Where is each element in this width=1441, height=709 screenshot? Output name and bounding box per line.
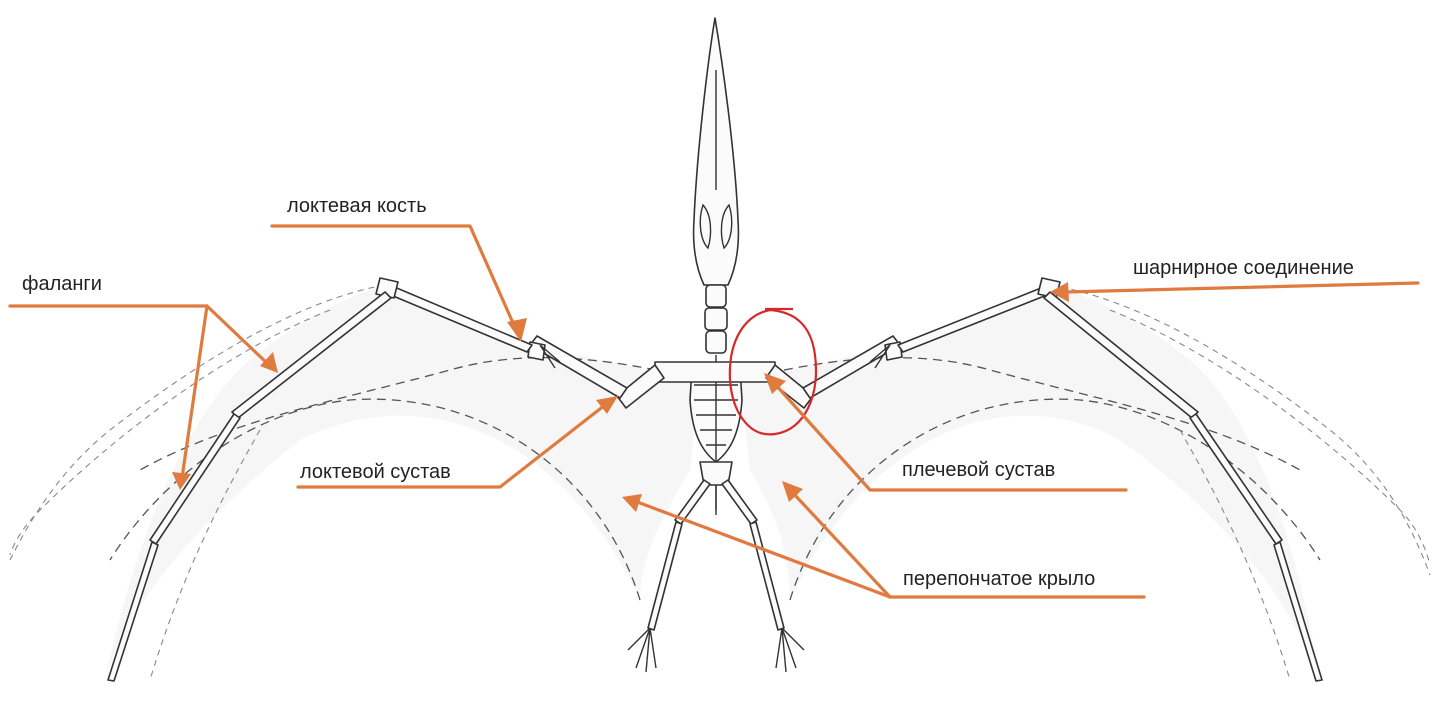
- right-femur: [721, 479, 758, 525]
- label-shoulder-joint: плечевой сустав: [902, 459, 1055, 481]
- label-phalanges: фаланги: [22, 273, 102, 295]
- hinge-joint-leader: [1064, 281, 1420, 294]
- membrane-wing-arrowhead-1: [622, 494, 642, 512]
- membrane-wing-leader-2: [791, 491, 892, 599]
- left-hinge: [375, 277, 399, 299]
- label-hinge-joint: шарнирное соединение: [1133, 257, 1354, 279]
- left-wing-membrane: [105, 285, 700, 680]
- phalanges-leader-2: [180, 304, 209, 480]
- left-membrane-outline-inner: [109, 398, 641, 601]
- right-membrane-trailing: [1179, 429, 1291, 681]
- right-wing-membrane: [740, 285, 1320, 680]
- annotation-leaders: [8, 224, 1420, 599]
- pterosaur-skeleton: [9, 17, 1431, 682]
- left-wing-phalanx-3: [107, 541, 159, 682]
- right-foot: [775, 627, 805, 673]
- phalanges-arrowhead-1: [260, 352, 278, 373]
- hinge-joint-arrowhead: [1050, 282, 1069, 302]
- phalanges-leader: [8, 304, 271, 367]
- membrane-wing-arrowhead-2: [782, 481, 803, 502]
- label-membrane-wing: перепончатое крыло: [903, 568, 1095, 590]
- left-forearm: [529, 335, 628, 399]
- right-membrane-outline-outer: [1049, 284, 1431, 576]
- left-tibia: [647, 521, 683, 631]
- label-elbow-joint: локтевой сустав: [300, 461, 451, 483]
- right-humerus: [765, 364, 814, 409]
- ulna-leader: [270, 224, 519, 334]
- shoulder-highlight-circle: [728, 307, 817, 436]
- left-membrane-trailing: [149, 429, 261, 681]
- ulna-arrowhead: [507, 318, 527, 342]
- skull-eye-right: [720, 203, 733, 250]
- label-ulna: локтевая кость: [287, 195, 427, 217]
- shoulder-girdle: [654, 361, 776, 383]
- right-membrane-outline-tip: [1109, 309, 1431, 566]
- left-humerus: [616, 364, 665, 409]
- skull-eye-left: [699, 203, 712, 250]
- left-foot: [627, 627, 657, 673]
- neck-vertebra: [705, 330, 727, 354]
- shoulder-joint-leader: [773, 382, 1128, 492]
- shoulder-joint-arrowhead: [764, 373, 786, 394]
- right-membrane-outline-inner: [789, 398, 1321, 601]
- elbow-joint-arrowhead: [596, 396, 618, 414]
- neck-vertebra: [704, 307, 728, 331]
- right-forearm: [802, 335, 901, 399]
- right-tibia: [749, 521, 785, 631]
- annotation-labels: локтевая кость фаланги шарнирное соедине…: [22, 195, 1354, 590]
- phalanges-arrowhead-2: [172, 472, 191, 490]
- left-small-fingers: [539, 344, 561, 369]
- elbow-joint-leader: [296, 403, 607, 489]
- right-membrane-outline-mid: [739, 357, 1301, 471]
- right-small-fingers: [869, 344, 891, 369]
- right-wing-phalanx-3: [1273, 541, 1323, 682]
- neck-vertebra: [705, 284, 727, 308]
